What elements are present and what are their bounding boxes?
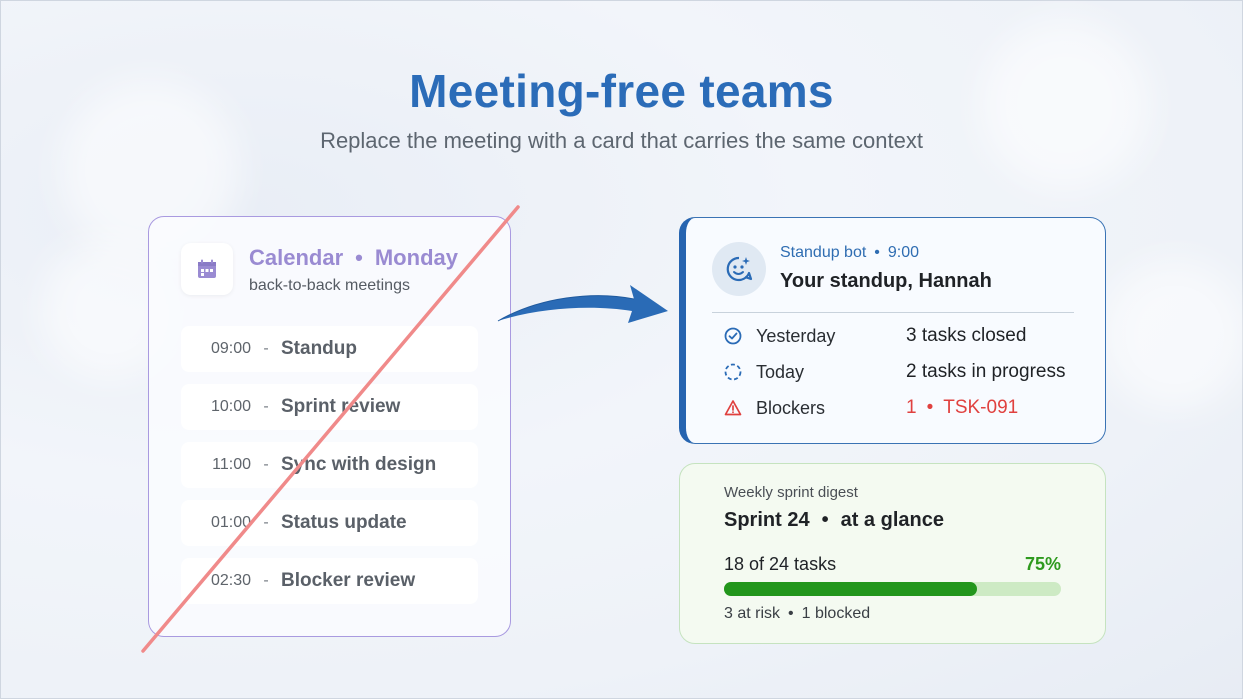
meeting-row[interactable]: 10:00-Sprint review <box>181 384 478 430</box>
calendar-icon <box>181 243 233 295</box>
row-value: 3 tasks closed <box>906 325 1027 346</box>
calendar-title: Calendar <box>249 245 344 270</box>
meeting-separator: - <box>263 572 269 589</box>
bot-name: Standup bot <box>780 244 867 261</box>
row-label: Yesterday <box>756 325 836 346</box>
sprint-name: Sprint 24 <box>724 509 810 531</box>
ticket-link[interactable]: TSK-091 <box>943 397 1019 418</box>
digest-footer: 3 at risk • 1 blocked <box>724 605 870 623</box>
meeting-time: 11:00 <box>212 456 251 473</box>
background-bokeh <box>980 20 1150 190</box>
meeting-separator: - <box>263 514 269 531</box>
standup-card: Standup bot • 9:00 Your standup, Hannah Ye… <box>679 217 1106 444</box>
blocker-count: 1 <box>906 397 917 418</box>
progress-fill <box>724 582 977 596</box>
divider <box>712 312 1074 313</box>
standup-title: Your standup, Hannah <box>780 270 992 292</box>
separator-dot: • <box>926 397 934 418</box>
meeting-separator: - <box>263 340 269 357</box>
row-label: Blockers <box>756 397 826 418</box>
separator-dot: • <box>355 245 363 270</box>
digest-title: Sprint 24 • at a glance <box>724 509 944 532</box>
row-label: Today <box>756 361 805 382</box>
warning-icon <box>722 397 744 419</box>
sprint-digest-card: Weekly sprint digest Sprint 24 • at a glan… <box>679 463 1106 644</box>
right-arrow-icon <box>497 285 668 323</box>
digest-label: Weekly sprint digest <box>724 484 858 501</box>
standup-row-yesterday: Yesterday 3 tasks closed <box>722 322 1026 350</box>
meeting-row[interactable]: 09:00-Standup <box>181 326 478 372</box>
meeting-time: 01:00 <box>210 514 251 531</box>
meeting-time: 10:00 <box>210 398 251 415</box>
meeting-row[interactable]: 01:00-Status update <box>181 500 478 546</box>
standup-row-today: Today 2 tasks in progress <box>722 358 1065 386</box>
calendar-heading: Calendar • Monday <box>249 245 458 271</box>
meeting-row[interactable]: 02:30-Blocker review <box>181 558 478 604</box>
page-subtitle: Replace the meeting with a card that car… <box>320 128 923 153</box>
bot-meta: Standup bot • 9:00 <box>780 244 919 262</box>
meeting-name: Sprint review <box>281 396 401 417</box>
calendar-card: Calendar • Monday back-to-back meetings 09… <box>148 216 511 637</box>
meeting-row[interactable]: 11:00-Sync with design <box>181 442 478 488</box>
glance-text: at a glance <box>840 509 944 531</box>
meeting-time: 09:00 <box>210 340 251 357</box>
row-value: 2 tasks in progress <box>906 361 1066 382</box>
check-circle-icon <box>722 325 744 347</box>
meeting-separator: - <box>263 398 269 415</box>
bot-time: 9:00 <box>887 244 920 261</box>
blocker-value[interactable]: 1 • TSK-091 <box>906 397 1018 419</box>
separator-dot: • <box>788 605 794 622</box>
meeting-name: Standup <box>281 338 357 359</box>
meeting-time: 02:30 <box>210 572 251 589</box>
standup-row-blockers: Blockers 1 • TSK-091 <box>722 394 1018 422</box>
progress-circle-icon <box>722 361 744 383</box>
meeting-name: Status update <box>281 512 407 533</box>
calendar-day: Monday <box>374 245 458 270</box>
separator-dot: • <box>821 509 829 531</box>
task-count: 18 of 24 tasks <box>724 554 837 574</box>
calendar-subtitle: back-to-back meetings <box>249 277 410 294</box>
separator-dot: • <box>874 244 880 261</box>
meeting-name: Sync with design <box>281 454 437 475</box>
meeting-name: Blocker review <box>281 570 416 591</box>
page-title: Meeting-free teams <box>409 65 834 117</box>
progress-track <box>724 582 1061 596</box>
blocked-count: 1 blocked <box>801 605 871 622</box>
at-risk-count: 3 at risk <box>724 605 781 622</box>
background-bokeh <box>1100 260 1243 410</box>
progress-percent: 75% <box>1024 554 1061 574</box>
meeting-separator: - <box>263 456 269 473</box>
bot-avatar-icon <box>712 242 766 296</box>
